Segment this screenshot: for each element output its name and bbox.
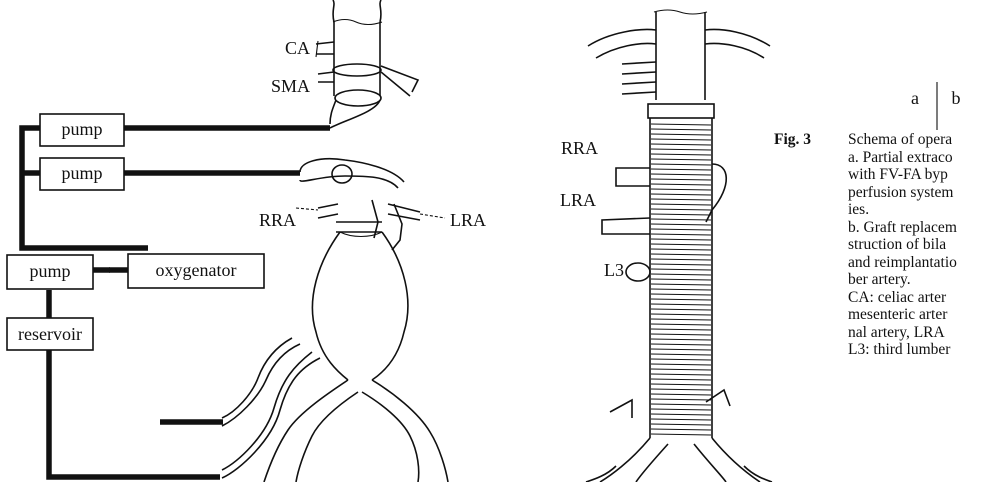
caption-body: a. Partial extraco with FV-FA byp perfus… [774,149,992,359]
caption-line-3: perfusion system [848,184,992,202]
graft-rib [651,134,711,135]
graft-rib [651,354,711,355]
graft-rib [651,194,711,195]
graft-rib [651,254,711,255]
graft-rib [651,384,711,385]
graft-rib [651,209,711,210]
sma-label: SMA [271,76,310,96]
graft-rib [651,189,711,190]
graft-rib [651,414,711,415]
graft-rib [651,259,711,260]
caption-line-0: Schema of opera [848,131,952,148]
graft-rib [651,129,711,130]
aorta-graft-drawing-b [586,10,772,482]
graft-rib [651,269,711,270]
graft-rib [651,239,711,240]
graft-rib [651,284,711,285]
panel-label-a: a [911,88,919,108]
graft-rib [651,374,711,375]
caption-line-6: struction of bila [848,236,992,254]
oxygenator-label: oxygenator [156,260,237,280]
graft-rib [651,149,711,150]
rra-label-b: RRA [561,138,598,158]
pump-label-top: pump [61,119,102,139]
caption-line-4: ies. [848,201,992,219]
graft-rib [651,359,711,360]
graft-rib [651,319,711,320]
graft-rib [651,179,711,180]
graft-rib [651,229,711,230]
graft-rib [651,199,711,200]
pump-label-low: pump [29,261,70,281]
graft-rib [651,434,711,435]
pump-label-mid: pump [61,163,102,183]
graft-rib [651,124,711,125]
graft-rib [651,369,711,370]
caption-line-10: mesenteric arter [848,306,992,324]
graft-rib [651,399,711,400]
graft-rib [651,314,711,315]
graft-rib [651,419,711,420]
graft-rib [651,309,711,310]
graft-rib [651,264,711,265]
panel-label-b: b [952,88,961,108]
caption-line-2: with FV-FA byp [848,166,992,184]
graft-rib [651,299,711,300]
graft-rib [651,154,711,155]
aorta-drawing-a [222,0,448,482]
graft-rib [651,339,711,340]
caption-line-12: L3: third lumber [848,341,992,359]
graft-rib [651,324,711,325]
caption-line-8: ber artery. [848,271,992,289]
graft-rib [651,144,711,145]
graft-rib [651,429,711,430]
graft-rib [651,409,711,410]
graft-rib [651,334,711,335]
reservoir-label: reservoir [18,324,82,344]
graft-rib [651,249,711,250]
reservoir-return-line [49,350,220,477]
graft-rib [651,379,711,380]
graft-rib [651,404,711,405]
caption-line-9: CA: celiac arter [848,289,992,307]
graft-rib [651,169,711,170]
caption-line-5: b. Graft replacem [848,219,992,237]
graft-rib [651,329,711,330]
caption-fig-label: Fig. 3 [774,131,848,149]
graft-rib [651,164,711,165]
graft-rib [651,174,711,175]
ca-label: CA [285,38,310,58]
graft-rib [651,364,711,365]
lra-label-a: LRA [450,210,486,230]
graft-rib [651,224,711,225]
graft-rib [651,394,711,395]
l3-label-b: L3 [604,260,624,280]
graft-rib [651,139,711,140]
graft-rib [651,304,711,305]
graft-ribbing [651,124,711,435]
graft-rib [651,344,711,345]
graft-rib [651,424,711,425]
graft-rib [651,294,711,295]
caption-line-1: a. Partial extraco [848,149,992,167]
rra-label-a: RRA [259,210,296,230]
graft-rib [651,234,711,235]
graft-rib [651,279,711,280]
graft-rib [651,219,711,220]
graft-rib [651,349,711,350]
caption-line-11: nal artery, LRA [848,324,992,342]
graft-rib [651,274,711,275]
lra-label-b: LRA [560,190,596,210]
graft-rib [651,389,711,390]
graft-rib [651,204,711,205]
caption-line-7: and reimplantatio [848,254,992,272]
graft-rib [651,184,711,185]
graft-rib [651,159,711,160]
graft-rib [651,214,711,215]
graft-rib [651,244,711,245]
graft-rib [651,289,711,290]
